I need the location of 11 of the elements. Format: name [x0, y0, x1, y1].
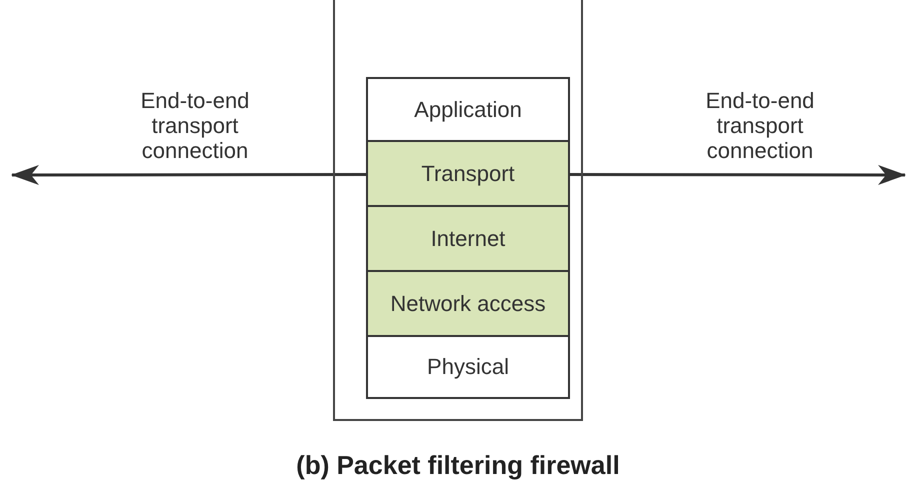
arrow-label: End-to-end transport connection — [140, 88, 250, 163]
arrow-label: End-to-end transport connection — [704, 88, 816, 163]
arrow — [11, 164, 366, 185]
firewall-box — [333, 0, 583, 421]
layer-box: Network access — [366, 272, 570, 337]
layer-box: Transport — [366, 140, 570, 207]
layer-box: Internet — [366, 207, 570, 272]
layer-box: Application — [366, 77, 570, 142]
caption: (b) Packet filtering firewall — [295, 450, 621, 481]
layer-box: Physical — [366, 337, 570, 399]
arrow — [570, 164, 906, 185]
